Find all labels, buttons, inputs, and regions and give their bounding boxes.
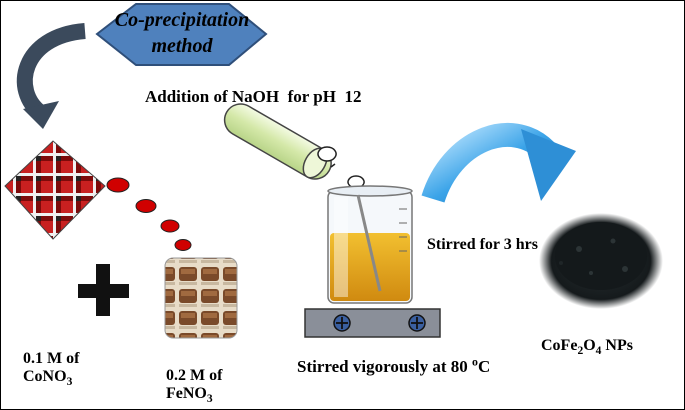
stir-temp-label: Stirred vigorously at 80 oC [297,354,491,376]
cobalt-nitrate-sample [4,140,106,240]
cofe2o4-powder [539,213,663,309]
iron-reagent-line2: FeNO3 [166,385,213,406]
method-title-line1: Co-precipitation [114,9,250,31]
iron-reagent-line1: 0.2 M of [166,367,223,384]
naoh-tube-icon [223,103,332,180]
red-droplets [106,177,192,251]
method-title-line2: method [151,35,213,57]
blue-curved-arrow-icon [421,123,576,204]
product-label: CoFe2O4 NPs [541,337,633,358]
hotplate-icon [304,308,441,338]
cobalt-reagent-line1: 0.1 M of [23,350,80,367]
curved-arrow-icon [16,23,86,129]
method-title: Co-precipitation method [97,7,267,59]
naoh-step-label: Addition of NaOH for pH 12 [145,87,362,106]
iron-reagent-label: 0.2 M of FeNO3 [166,367,223,406]
naoh-droplets [317,146,365,195]
method-banner [95,3,268,66]
cobalt-reagent-line2: CoNO3 [23,368,73,389]
iron-nitrate-sample [164,257,238,339]
plus-icon [78,264,129,316]
cobalt-reagent-label: 0.1 M of CoNO3 [23,350,80,389]
stir-time-label: Stirred for 3 hrs [427,236,538,253]
beaker-icon [327,185,413,304]
